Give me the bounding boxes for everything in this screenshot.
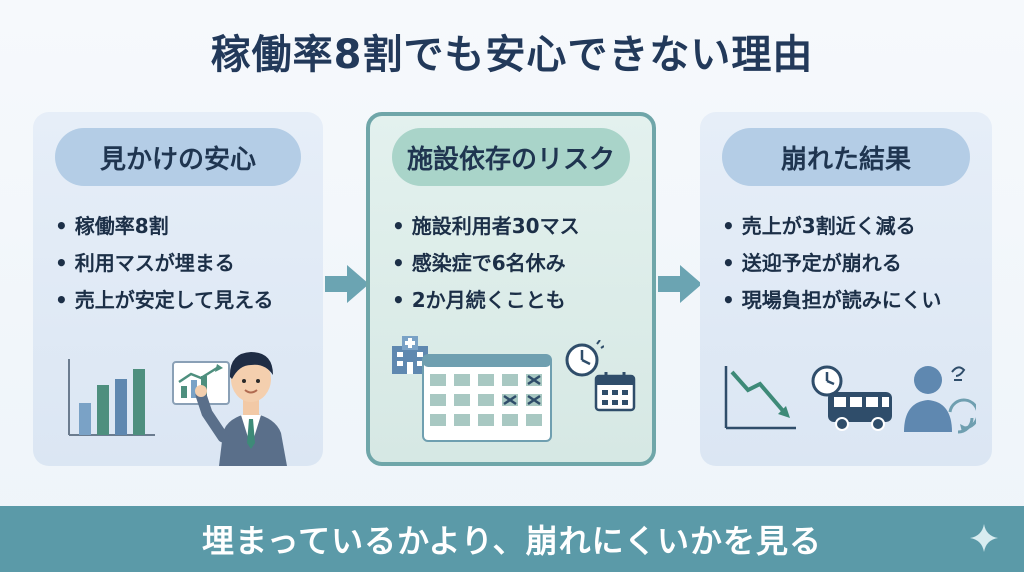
panel-facility-risk: 施設依存のリスク 施設利用者30マス 感染症で6名休み 2か月続くことも — [366, 112, 656, 466]
panel-heading: 施設依存のリスク — [392, 128, 630, 186]
bullet-item: 2か月続くことも — [392, 282, 580, 319]
panel-result: 崩れた結果 売上が3割近く減る 送迎予定が崩れる 現場負担が読みにくい — [700, 112, 992, 466]
clock-icon — [811, 365, 843, 397]
bullet-item: 施設利用者30マス — [392, 208, 580, 245]
bullet-item: 送迎予定が崩れる — [722, 245, 941, 282]
worried-person-icon — [904, 366, 976, 434]
page-title: 稼働率8割でも安心できない理由 — [210, 32, 814, 78]
bullet-item: 感染症で6名休み — [392, 245, 580, 282]
bullet-list: 稼働率8割 利用マスが埋まる 売上が安定して見える — [55, 208, 274, 319]
bullet-item: 利用マスが埋まる — [55, 245, 274, 282]
conclusion-banner: 埋まっているかより、崩れにくいかを見る — [0, 506, 1024, 572]
bullet-item: 売上が安定して見える — [55, 282, 274, 319]
businessman-illustration — [195, 352, 287, 466]
declining-chart-icon — [724, 366, 796, 430]
bullet-item: 売上が3割近く減る — [722, 208, 941, 245]
bullet-item: 現場負担が読みにくい — [722, 282, 942, 319]
alarm-clock-icon — [565, 340, 604, 377]
arrow-right-icon — [325, 265, 369, 303]
panel-heading: 崩れた結果 — [722, 128, 970, 186]
arrow-right-icon — [658, 265, 702, 303]
bullet-list: 売上が3割近く減る 送迎予定が崩れる 現場負担が読みにくい — [722, 208, 942, 319]
bar-chart-icon — [68, 359, 155, 436]
panel-apparent-safety: 見かけの安心 稼働率8割 利用マスが埋まる 売上が安定して見える — [33, 112, 323, 466]
conclusion-text: 埋まっているかより、崩れにくいかを見る — [202, 522, 822, 560]
sparkle-icon — [970, 524, 998, 552]
bus-icon — [828, 392, 892, 431]
bullet-item: 稼働率8割 — [55, 208, 274, 245]
panel-heading: 見かけの安心 — [55, 128, 301, 186]
calendar-icon — [594, 372, 636, 412]
calendar-grid-icon — [422, 354, 552, 442]
bullet-list: 施設利用者30マス 感染症で6名休み 2か月続くことも — [392, 208, 580, 319]
